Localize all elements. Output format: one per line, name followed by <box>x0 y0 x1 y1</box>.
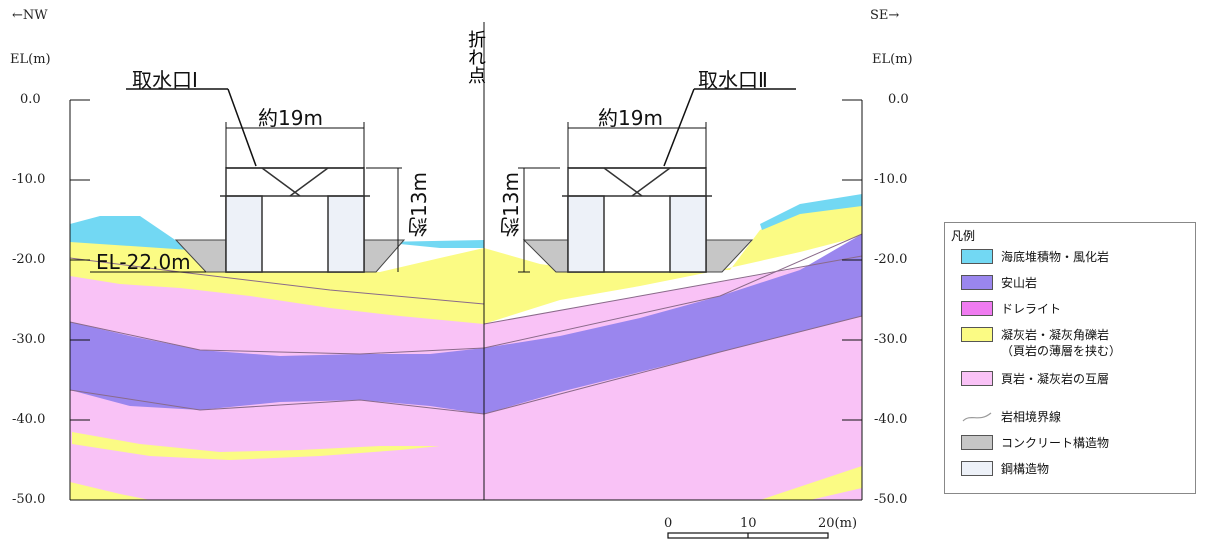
seabed-deposit-right <box>760 194 862 230</box>
legend-title: 凡例 <box>951 229 976 243</box>
y-axis-label-left: EL(m) <box>10 52 51 67</box>
legend-panel: 凡例 海底堆積物・風化岩 安山岩 ドレライト 凝灰岩・凝灰角礫岩（頁岩の薄層を挟… <box>944 222 1196 494</box>
y-tick-left: -20.0 <box>12 252 46 267</box>
intake-1-width: 約19m <box>258 106 323 130</box>
tuff-lens-bottom <box>70 482 150 500</box>
legend-label: 凝灰岩・凝灰角礫岩（頁岩の薄層を挟む） <box>1001 328 1122 358</box>
fold-point-label: 折れ点 <box>465 30 486 84</box>
legend-swatch-steel <box>961 461 993 476</box>
dimension-lines <box>90 122 707 273</box>
right-section <box>484 194 862 500</box>
intake-1-height: 約13m <box>407 172 431 237</box>
seabed-deposit-mid <box>380 240 484 248</box>
legend-item: 岩相境界線 <box>961 409 1061 425</box>
legend-swatch-concrete <box>961 435 993 450</box>
tuff-layer-r <box>484 200 862 324</box>
scale-bar <box>667 532 829 539</box>
y-tick-right: 0.0 <box>888 92 909 107</box>
scale-label-20: 20(m) <box>818 516 858 531</box>
y-tick-right: -10.0 <box>874 172 908 187</box>
legend-swatch-andesite <box>961 275 993 290</box>
tuff-layer <box>70 242 484 324</box>
intake-structure-2 <box>562 167 712 273</box>
intake-structure-1 <box>220 167 370 273</box>
elevation-label: EL-22.0m <box>96 250 191 274</box>
left-section <box>70 216 484 500</box>
legend-item: 頁岩・凝灰岩の互層 <box>961 371 1109 387</box>
intake-1-name: 取水口Ⅰ <box>132 68 198 92</box>
y-tick-left: -50.0 <box>12 492 46 507</box>
intake-2-width: 約19m <box>598 106 663 130</box>
y-tick-right: -20.0 <box>874 252 908 267</box>
legend-label: ドレライト <box>1001 302 1062 316</box>
andesite-layer <box>70 322 484 414</box>
legend-item: 海底堆積物・風化岩 <box>961 249 1109 265</box>
y-tick-left: -40.0 <box>12 412 46 427</box>
leader-lines <box>126 88 796 167</box>
boundary-lines <box>69 233 863 415</box>
legend-swatch-seabed <box>961 249 993 264</box>
legend-swatch-dolerite <box>961 301 993 316</box>
intake-2-name: 取水口Ⅱ <box>698 68 768 92</box>
andesite-layer-r <box>484 234 862 414</box>
legend-label: コンクリート構造物 <box>1001 436 1110 450</box>
direction-se: SE→ <box>870 8 900 23</box>
legend-item: 安山岩 <box>961 275 1037 291</box>
y-axis-label-right: EL(m) <box>872 52 913 67</box>
y-tick-left: -10.0 <box>12 172 46 187</box>
y-tick-right: -40.0 <box>874 412 908 427</box>
legend-label: 安山岩 <box>1001 276 1038 290</box>
y-tick-left: 0.0 <box>20 92 41 107</box>
frame <box>69 22 863 501</box>
legend-label: 岩相境界線 <box>1001 410 1062 424</box>
legend-label: 鋼構造物 <box>1001 462 1050 476</box>
legend-swatch-tuff <box>961 327 993 342</box>
intake-2-height: 約13m <box>499 172 523 237</box>
legend-item: 凝灰岩・凝灰角礫岩（頁岩の薄層を挟む） <box>961 327 1121 359</box>
legend-label: 頁岩・凝灰岩の互層 <box>1001 372 1110 386</box>
tuff-lens <box>72 432 440 460</box>
seabed-deposit-left <box>70 216 190 250</box>
y-tick-right: -50.0 <box>874 492 908 507</box>
legend-item: ドレライト <box>961 301 1061 317</box>
legend-item: 鋼構造物 <box>961 461 1049 477</box>
legend-swatch-shale <box>961 371 993 386</box>
legend-label: 海底堆積物・風化岩 <box>1001 250 1110 264</box>
y-tick-right: -30.0 <box>874 332 908 347</box>
scale-label-10: 10 <box>740 516 757 531</box>
scale-label-0: 0 <box>664 516 673 531</box>
y-tick-left: -30.0 <box>12 332 46 347</box>
legend-swatch-boundary-line <box>962 412 992 422</box>
tuff-bottom-r <box>760 466 862 500</box>
direction-nw: ←NW <box>12 8 48 23</box>
legend-item: コンクリート構造物 <box>961 435 1109 451</box>
